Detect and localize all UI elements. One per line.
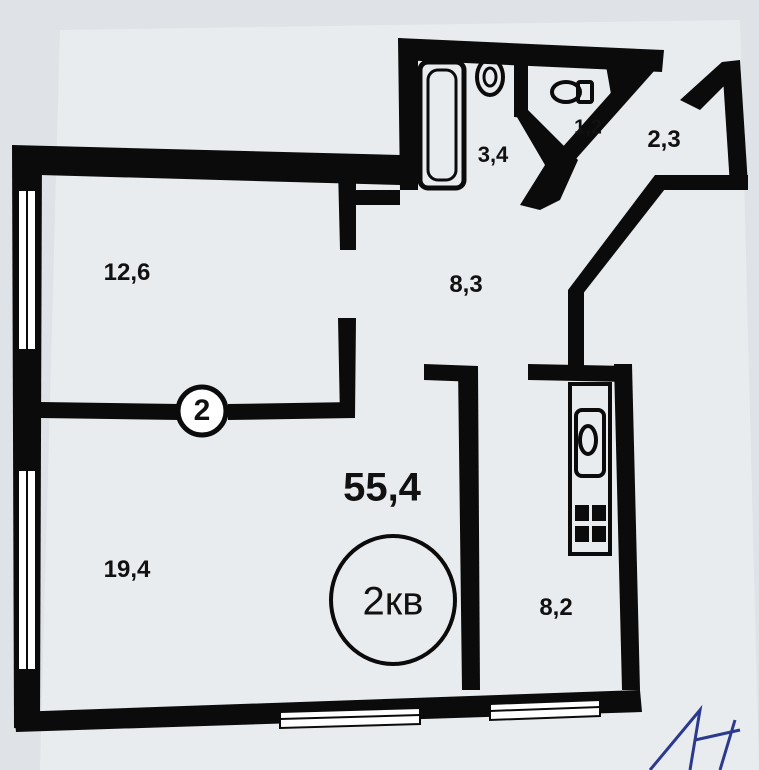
windows	[17, 189, 601, 730]
wall-top-room	[12, 145, 400, 185]
wall-hall-diagonal	[568, 175, 672, 295]
toilet-icon	[550, 80, 594, 104]
section-marker-circle	[175, 384, 229, 438]
room-area-bathroom: 3,4	[477, 142, 509, 167]
stove-icon	[575, 505, 606, 542]
room-area-hall: 8,3	[449, 271, 483, 298]
wall-kitchen-right	[614, 364, 640, 690]
wall-kitchen-top	[528, 364, 628, 382]
wall-hall-right	[568, 290, 584, 372]
room-area-bottom: 19,4	[103, 556, 151, 583]
room-area-top: 12,6	[103, 259, 151, 286]
wall-storage-bottom	[655, 175, 748, 190]
wall-bath-right	[514, 55, 528, 118]
fixtures	[417, 57, 612, 556]
wall-center	[458, 366, 480, 690]
wall-room-divider	[40, 402, 180, 420]
wall-diagonal-2	[560, 60, 655, 160]
bathtub-icon	[417, 59, 467, 191]
wall-diagonal-1	[514, 110, 578, 210]
kitchen-sink-icon	[574, 408, 606, 478]
paper-highlight	[40, 20, 759, 770]
room-area-toilet: 1,2	[574, 116, 602, 139]
kitchen-counter	[568, 382, 612, 556]
wall-bath-top	[398, 38, 664, 72]
wall-stub-top	[356, 190, 400, 205]
room-area-storage: 2,3	[647, 126, 681, 153]
sink-icon	[475, 57, 505, 97]
wall-stub-lower	[338, 318, 356, 418]
wall-room-divider-2	[228, 402, 355, 420]
apartment-badge: 2кв	[362, 579, 424, 624]
wall-bath-left	[398, 38, 418, 190]
signature-mark	[648, 704, 741, 770]
total-area: 55,4	[343, 465, 421, 510]
apartment-badge-circle	[329, 534, 457, 666]
room-area-kitchen: 8,2	[539, 594, 573, 621]
section-marker: 2	[193, 394, 211, 427]
wall-stub-upper	[338, 168, 356, 250]
wall-storage-right	[722, 60, 748, 186]
